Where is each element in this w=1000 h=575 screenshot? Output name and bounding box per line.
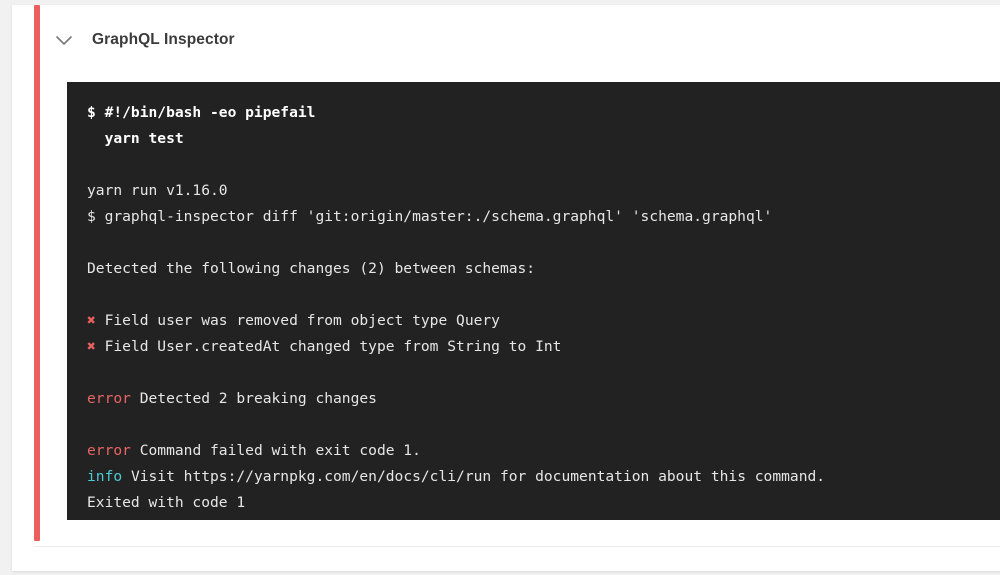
terminal-line: yarn run v1.16.0 — [87, 182, 228, 199]
terminal-line-text: Field User.createdAt changed type from S… — [95, 338, 562, 355]
terminal-line: Detected the following changes (2) betwe… — [87, 260, 536, 277]
terminal-line-text: Command failed with exit code 1. — [130, 442, 421, 459]
terminal-line: $ #!/bin/bash -eo pipefail — [87, 104, 316, 121]
terminal-line: Exited with code 1 — [87, 494, 246, 511]
log-level-label-error: error — [87, 390, 131, 407]
terminal-lines: $ #!/bin/bash -eo pipefail yarn test yar… — [87, 100, 1000, 516]
terminal-line — [87, 152, 1000, 178]
terminal-line: $ graphql-inspector diff 'git:origin/mas… — [87, 208, 773, 225]
terminal-output[interactable]: $ #!/bin/bash -eo pipefail yarn test yar… — [67, 82, 1000, 520]
terminal-line: ✖ Field User.createdAt changed type from… — [87, 334, 1000, 360]
step-divider — [34, 546, 1000, 547]
terminal-line: ✖ Field user was removed from object typ… — [87, 308, 1000, 334]
terminal-line: info Visit https://yarnpkg.com/en/docs/c… — [87, 464, 1000, 490]
terminal-line: yarn test — [87, 130, 184, 147]
terminal-line — [87, 230, 1000, 256]
log-level-label-error: error — [87, 442, 131, 459]
step-status-stripe — [34, 5, 40, 541]
breaking-change-icon: ✖ — [87, 338, 96, 355]
terminal-line: error Command failed with exit code 1. — [87, 438, 1000, 464]
terminal-line — [87, 282, 1000, 308]
step-header[interactable]: GraphQL Inspector — [52, 18, 235, 62]
step-title: GraphQL Inspector — [92, 31, 235, 48]
terminal-line-text: Visit https://yarnpkg.com/en/docs/cli/ru… — [122, 468, 826, 485]
terminal-line — [87, 412, 1000, 438]
build-step-card: GraphQL Inspector $ #!/bin/bash -eo pipe… — [12, 5, 1000, 571]
terminal-line — [87, 360, 1000, 386]
terminal-line-text: Field user was removed from object type … — [95, 312, 500, 329]
terminal-line: error Detected 2 breaking changes — [87, 386, 1000, 412]
chevron-down-icon[interactable] — [52, 28, 76, 52]
log-level-label-info: info — [87, 468, 123, 485]
breaking-change-icon: ✖ — [87, 312, 96, 329]
terminal-line-text: Detected 2 breaking changes — [130, 390, 377, 407]
page-top-strip — [12, 0, 1000, 5]
